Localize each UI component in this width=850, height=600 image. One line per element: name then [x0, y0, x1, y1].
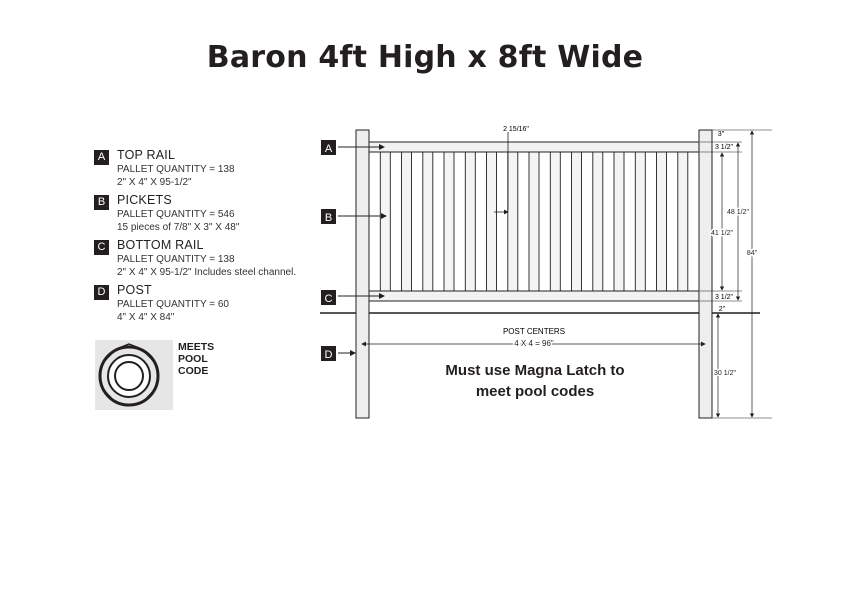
badge-b: B	[94, 195, 109, 210]
callout-d: D	[321, 346, 356, 361]
svg-text:3": 3"	[718, 131, 725, 138]
pool-code-line: MEETS	[178, 341, 215, 353]
legend-item-pickets: B PICKETS PALLET QUANTITY = 546 15 piece…	[94, 193, 334, 234]
svg-text:B: B	[325, 212, 332, 224]
picket	[571, 141, 582, 302]
item-quantity: PALLET QUANTITY = 138	[117, 254, 235, 265]
svg-text:48 1/2": 48 1/2"	[727, 209, 749, 216]
item-name: BOTTOM RAIL	[117, 238, 204, 252]
svg-text:30 1/2": 30 1/2"	[714, 370, 736, 377]
item-spec: 2" X 4" X 95-1/2"	[117, 177, 192, 188]
legend-item-top-rail: A TOP RAIL PALLET QUANTITY = 138 2" X 4"…	[94, 148, 334, 189]
picket	[401, 141, 412, 302]
legend-item-post: D POST PALLET QUANTITY = 60 4" X 4" X 84…	[94, 283, 334, 324]
legend-item-bottom-rail: C BOTTOM RAIL PALLET QUANTITY = 138 2" X…	[94, 238, 334, 279]
post-centers-dimension: POST CENTERS 4 X 4 = 96"	[361, 327, 706, 350]
picket	[549, 141, 561, 302]
item-name: POST	[117, 283, 152, 297]
svg-text:D: D	[325, 349, 333, 361]
picket	[507, 141, 519, 302]
svg-text:84": 84"	[747, 250, 758, 257]
callout-a: A	[321, 140, 385, 155]
top-rail	[367, 141, 701, 153]
callout-c: C	[321, 290, 385, 305]
svg-text:3 1/2": 3 1/2"	[715, 294, 734, 301]
svg-text:2": 2"	[719, 306, 726, 313]
picket	[592, 141, 604, 302]
picket	[656, 141, 667, 302]
item-name: PICKETS	[117, 193, 172, 207]
picket	[422, 141, 434, 302]
pool-code-line: POOL	[178, 353, 208, 365]
latch-note-line: meet pool codes	[475, 383, 595, 400]
bottom-rail	[367, 290, 701, 302]
picket	[677, 141, 689, 302]
item-quantity: PALLET QUANTITY = 60	[117, 299, 229, 310]
picket	[634, 141, 646, 302]
badge-c: C	[94, 240, 109, 255]
item-quantity: PALLET QUANTITY = 546	[117, 209, 235, 220]
latch-note-line: Must use Magna Latch to	[445, 362, 625, 379]
item-spec: 2" X 4" X 95-1/2" Includes steel channel…	[117, 267, 297, 278]
picket	[464, 141, 476, 302]
svg-text:3 1/2": 3 1/2"	[715, 144, 734, 151]
picket	[486, 141, 497, 302]
svg-text:C: C	[325, 293, 333, 305]
badge-d: D	[94, 285, 109, 300]
picket-gap-dimension: 2 15/16"	[494, 126, 529, 215]
picket	[528, 141, 540, 302]
badge-a: A	[94, 150, 109, 165]
pool-code-icon	[95, 340, 173, 410]
svg-text:41 1/2": 41 1/2"	[711, 230, 733, 237]
picket	[613, 141, 625, 302]
item-spec: 4" X 4" X 84"	[117, 312, 175, 323]
pickets-group	[379, 141, 689, 302]
vertical-dimensions: 3" 3 1/2" 48 1/2" 41 1/2" 84" 3 1/2" 2" …	[700, 129, 772, 419]
page-title: Baron 4ft High x 8ft Wide	[206, 40, 644, 75]
callout-b: B	[321, 209, 387, 224]
pool-code-line: CODE	[178, 365, 209, 377]
svg-text:POST CENTERS: POST CENTERS	[503, 327, 565, 336]
item-quantity: PALLET QUANTITY = 138	[117, 164, 235, 175]
picket	[443, 141, 455, 302]
item-name: TOP RAIL	[117, 148, 176, 162]
right-post	[698, 129, 713, 419]
svg-text:4 X 4 = 96": 4 X 4 = 96"	[514, 339, 554, 348]
left-post	[355, 129, 370, 419]
svg-text:2 15/16": 2 15/16"	[503, 126, 529, 133]
parts-legend: A TOP RAIL PALLET QUANTITY = 138 2" X 4"…	[94, 148, 334, 328]
pool-code-label: MEETS POOL CODE	[178, 341, 238, 377]
magna-latch-note: Must use Magna Latch to meet pool codes	[420, 360, 650, 402]
svg-text:A: A	[325, 143, 333, 155]
item-spec: 15 pieces of 7/8" X 3" X 48"	[117, 222, 240, 233]
picket	[379, 141, 391, 302]
